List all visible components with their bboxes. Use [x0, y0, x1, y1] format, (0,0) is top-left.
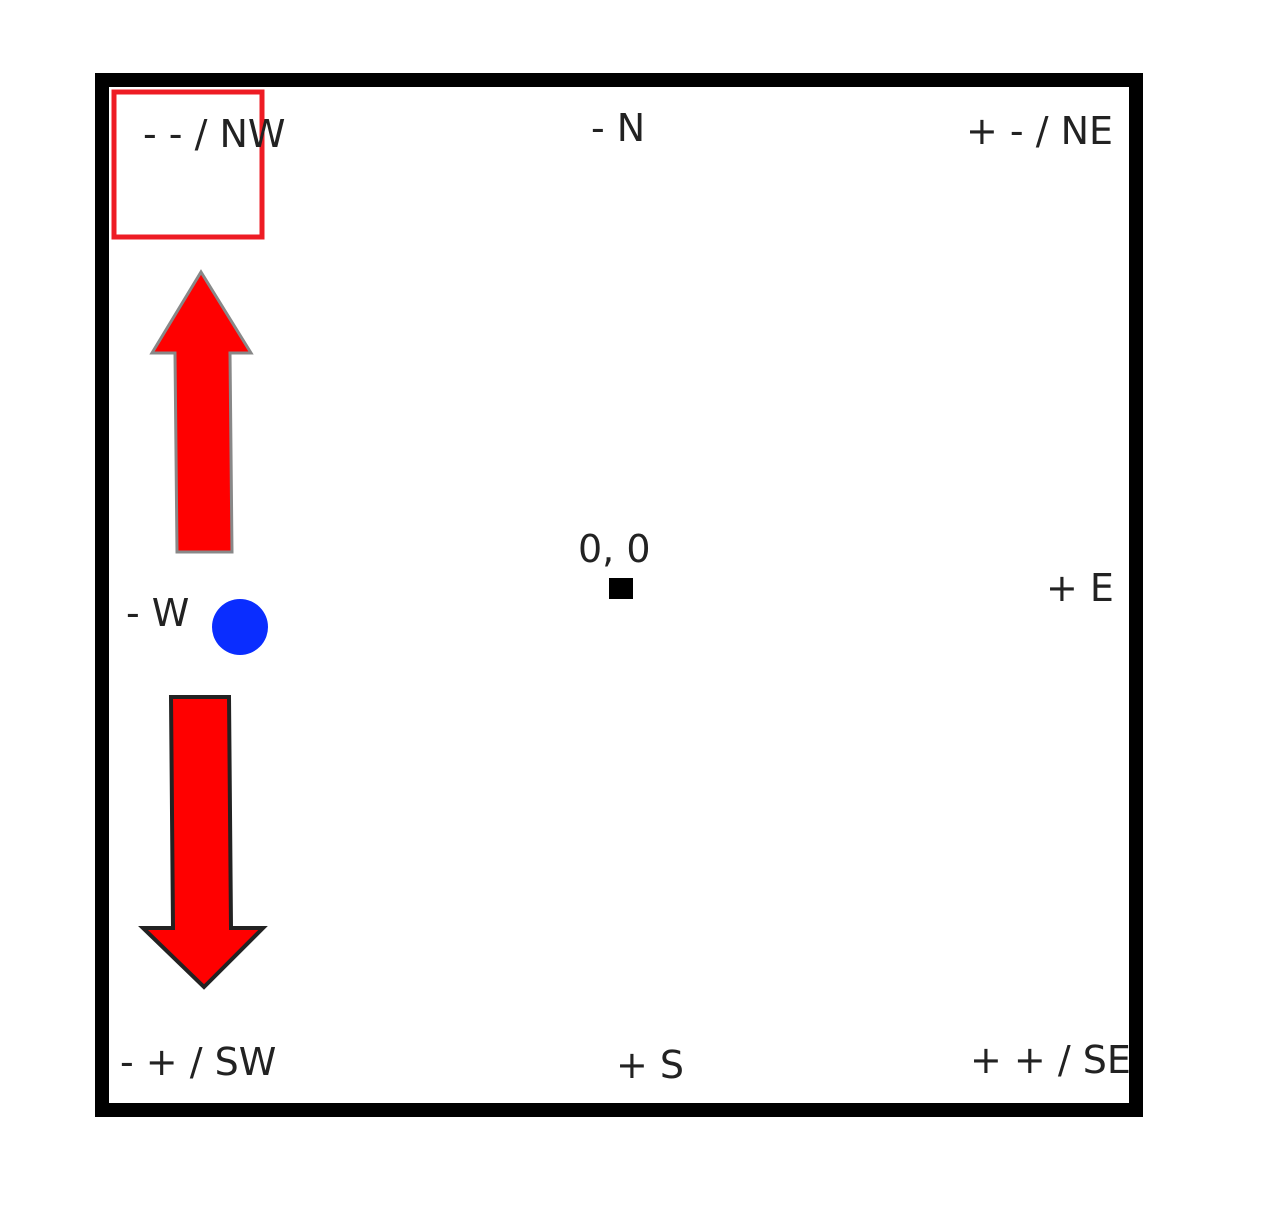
origin-square-marker — [609, 578, 633, 599]
grid-frame — [95, 73, 1143, 1117]
label-origin: 0, 0 — [578, 527, 651, 571]
arrow-down-icon — [138, 695, 268, 990]
label-ne: + - / NE — [966, 109, 1113, 153]
blue-dot-marker — [212, 599, 268, 655]
label-nw: - - / NW — [143, 112, 285, 156]
label-w: - W — [126, 591, 189, 635]
nw-highlight-box — [111, 89, 265, 240]
label-s: + S — [616, 1043, 684, 1087]
arrow-up-icon — [149, 269, 254, 554]
label-sw: - + / SW — [120, 1040, 276, 1084]
label-se: + + / SE — [970, 1038, 1131, 1082]
label-n: - N — [591, 106, 645, 150]
label-e: + E — [1046, 566, 1114, 610]
